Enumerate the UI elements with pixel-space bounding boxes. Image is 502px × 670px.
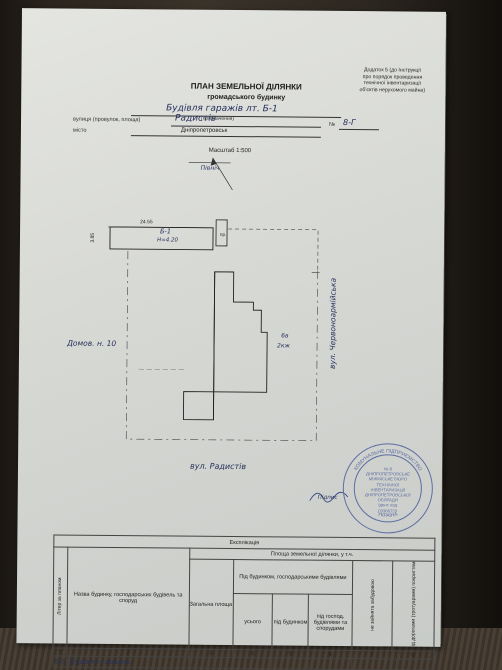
street-right-label: вул. Червоноармійська: [327, 277, 338, 369]
col-total: Загальна площа: [188, 559, 234, 650]
block-floors: 2кж: [277, 342, 290, 350]
official-stamp: КОМУНАЛЬНЕ ПІДПРИЄМСТВО УКРАЇНА № 8 ДНІП…: [342, 442, 434, 534]
north-arrow-icon: [188, 157, 233, 191]
building-code: Б-1: [160, 227, 172, 236]
small-structure-label: пр.: [220, 231, 227, 237]
signature-label: Підпис: [317, 494, 338, 501]
col-roads: під дорогами (тротуарами) покриттям: [409, 561, 417, 649]
block-number: 6в: [281, 332, 289, 340]
stamp-text: № 8 ДНІПРОПЕТРОВСЬКЕ МІЖМІСЬКЕ БЮРО ТЕХН…: [364, 466, 411, 514]
document-sheet: Додаток 5 (до Інструкції про порядок про…: [16, 8, 446, 670]
building-height: Н=4.20: [156, 237, 179, 244]
col-free: не зайнята забудовою: [369, 579, 376, 631]
explication-table: Експлікація Літер за планом Назва будинк…: [52, 534, 435, 670]
col-lit: Літер за планом: [57, 577, 64, 616]
site-plan-drawing: [108, 157, 349, 503]
col-name: Назва будинку, господарських будівель та…: [66, 547, 190, 650]
col-under: Під будинком, господарськими будівлями: [232, 559, 353, 595]
dim-side-label: 3.85: [89, 232, 96, 243]
col-all: усього: [232, 593, 273, 651]
col-house: під будинком: [272, 594, 309, 651]
table-row: Б-1 Будівля гаражів: [52, 656, 434, 670]
row-lit: Б-1: [52, 656, 67, 668]
row-name: Будівля гаражів: [66, 656, 189, 669]
street-bottom-label: вул. Радистів: [189, 461, 247, 472]
building-b1-outline: [109, 226, 214, 251]
plot-boundary: [125, 249, 319, 442]
col-outbuild: під господ. будівлями та спорудами: [308, 594, 353, 651]
svg-text:УКРАЇНА: УКРАЇНА: [377, 511, 399, 519]
dim-top-label: 24.55: [140, 219, 153, 226]
signature-scribble: [309, 491, 349, 503]
north-label: Північ: [200, 164, 220, 172]
neighbouring-building-outline: [182, 271, 268, 421]
neighbour-house-label: Домов. н. 10: [67, 338, 117, 348]
stamp-ring-bottom: УКРАЇНА: [377, 511, 399, 519]
small-structure-outline: [215, 219, 228, 247]
